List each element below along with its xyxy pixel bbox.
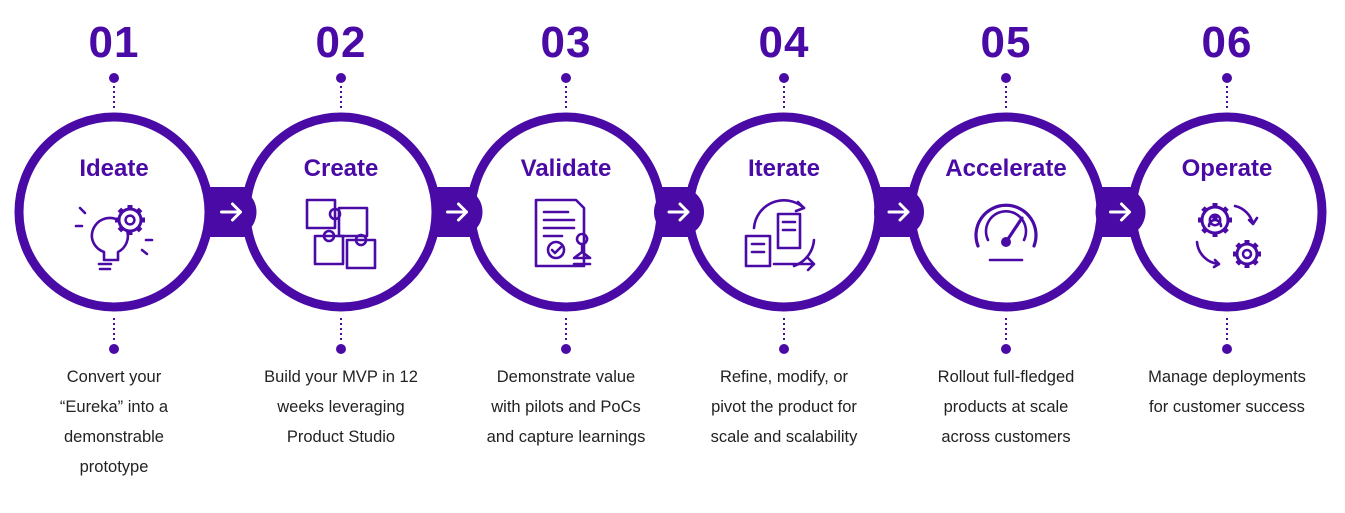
- description-line: prototype: [79, 458, 149, 476]
- step-number-06: 06: [1201, 18, 1253, 67]
- step-title-operate: Operate: [1181, 155, 1273, 182]
- step-title-accelerate: Accelerate: [945, 155, 1067, 182]
- description-line: pivot the product for: [711, 398, 857, 416]
- stem-dot: [1001, 344, 1011, 354]
- step-circle: [14, 112, 214, 312]
- step-title-ideate: Ideate: [79, 155, 149, 182]
- description-line: Refine, modify, or: [719, 368, 849, 386]
- stem-dot: [1222, 73, 1232, 83]
- description-line: for customer success: [1149, 398, 1305, 416]
- puzzle-icon: [305, 198, 377, 270]
- stem-dot: [561, 73, 571, 83]
- step-number-05: 05: [980, 18, 1032, 67]
- step-description-create: Build your MVP in 12 weeks leveraging Pr…: [236, 362, 446, 452]
- iteration-cycle-icon: [744, 198, 816, 272]
- step-description-ideate: Convert your “Eureka” into a demonstrabl…: [9, 362, 219, 482]
- description-line: across customers: [941, 428, 1071, 446]
- stem-dot: [336, 73, 346, 83]
- description-line: Rollout full-fledged: [937, 368, 1075, 386]
- description-line: “Eureka” into a: [59, 398, 169, 416]
- description-line: Build your MVP in 12: [264, 368, 418, 386]
- arrow-right-icon: [432, 187, 483, 237]
- description-line: demonstrable: [64, 428, 164, 446]
- description-line: Manage deployments: [1148, 368, 1306, 386]
- step-title-iterate: Iterate: [747, 155, 821, 182]
- step-description-operate: Manage deployments for customer success: [1122, 362, 1332, 422]
- stem-dot: [779, 344, 789, 354]
- step-description-accelerate: Rollout full-fledged products at scale a…: [901, 362, 1111, 452]
- step-title-create: Create: [303, 155, 379, 182]
- step-description-validate: Demonstrate value with pilots and PoCs a…: [461, 362, 671, 452]
- lightbulb-gear-icon: [74, 205, 154, 271]
- description-line: Product Studio: [286, 428, 396, 446]
- arrow-right-icon: [1095, 187, 1146, 237]
- description-line: products at scale: [943, 398, 1069, 416]
- step-description-iterate: Refine, modify, or pivot the product for…: [679, 362, 889, 452]
- description-line: and capture learnings: [486, 428, 646, 446]
- step-title-validate: Validate: [520, 155, 612, 182]
- stem-dot: [779, 73, 789, 83]
- stem-dot: [561, 344, 571, 354]
- step-circle: [241, 112, 441, 312]
- step-number-02: 02: [315, 18, 367, 67]
- user-gears-icon: [1195, 203, 1261, 269]
- stem-dot: [1222, 344, 1232, 354]
- document-approval-icon: [534, 198, 592, 268]
- step-number-03: 03: [540, 18, 592, 67]
- description-line: Convert your: [66, 368, 162, 386]
- stem-dot: [109, 73, 119, 83]
- description-line: weeks leveraging: [277, 398, 405, 416]
- stem-dot: [109, 344, 119, 354]
- arrow-right-icon: [874, 187, 924, 237]
- arrow-right-icon: [206, 187, 257, 237]
- description-line: Demonstrate value: [496, 368, 636, 386]
- stem-dot: [1001, 73, 1011, 83]
- description-line: scale and scalability: [710, 428, 858, 446]
- step-number-01: 01: [88, 18, 140, 67]
- stem-dot: [336, 344, 346, 354]
- step-number-04: 04: [758, 18, 810, 67]
- speedometer-icon: [974, 203, 1038, 262]
- step-circle: [684, 112, 884, 312]
- description-line: with pilots and PoCs: [491, 398, 641, 416]
- arrow-right-icon: [654, 187, 704, 237]
